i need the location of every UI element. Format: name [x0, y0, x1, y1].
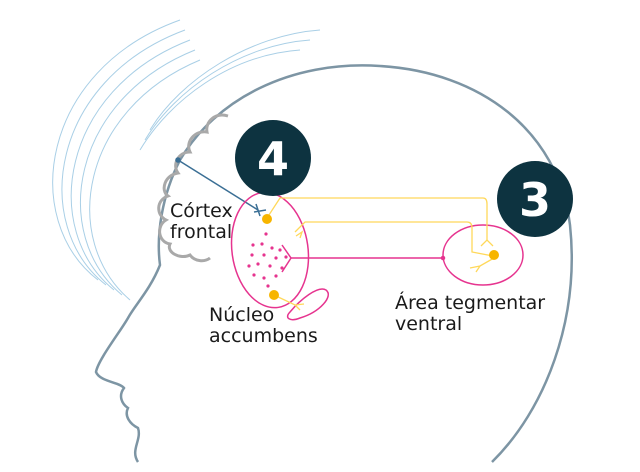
accumbens-lobe — [286, 288, 329, 321]
vta-label-line2: ventral — [395, 313, 462, 335]
svg-text:3: 3 — [519, 173, 551, 227]
vta-label-line1: Área tegmentar — [395, 291, 545, 314]
frontal-cortex-shape — [157, 113, 229, 263]
step-4-badge: 4 — [235, 120, 311, 196]
cortex-label-line2: frontal — [170, 221, 232, 243]
dopamine-axons — [266, 197, 495, 311]
vta-neuron-dot — [489, 250, 499, 260]
accumbens-neuron-dot — [269, 290, 279, 300]
sound-waves — [52, 19, 321, 301]
vta-region — [442, 224, 524, 286]
nucleus-label-line1: Núcleo — [209, 304, 274, 326]
svg-text:4: 4 — [257, 132, 289, 186]
nucleus-label-line2: accumbens — [209, 325, 318, 347]
vta-to-accumbens-axon — [281, 244, 446, 273]
cortex-label-line1: Córtex — [170, 200, 233, 222]
head-outline — [94, 64, 573, 463]
cortex-neuron-dot — [262, 214, 272, 224]
step-3-badge: 3 — [497, 161, 573, 237]
neurotransmitter-dots — [247, 232, 288, 288]
